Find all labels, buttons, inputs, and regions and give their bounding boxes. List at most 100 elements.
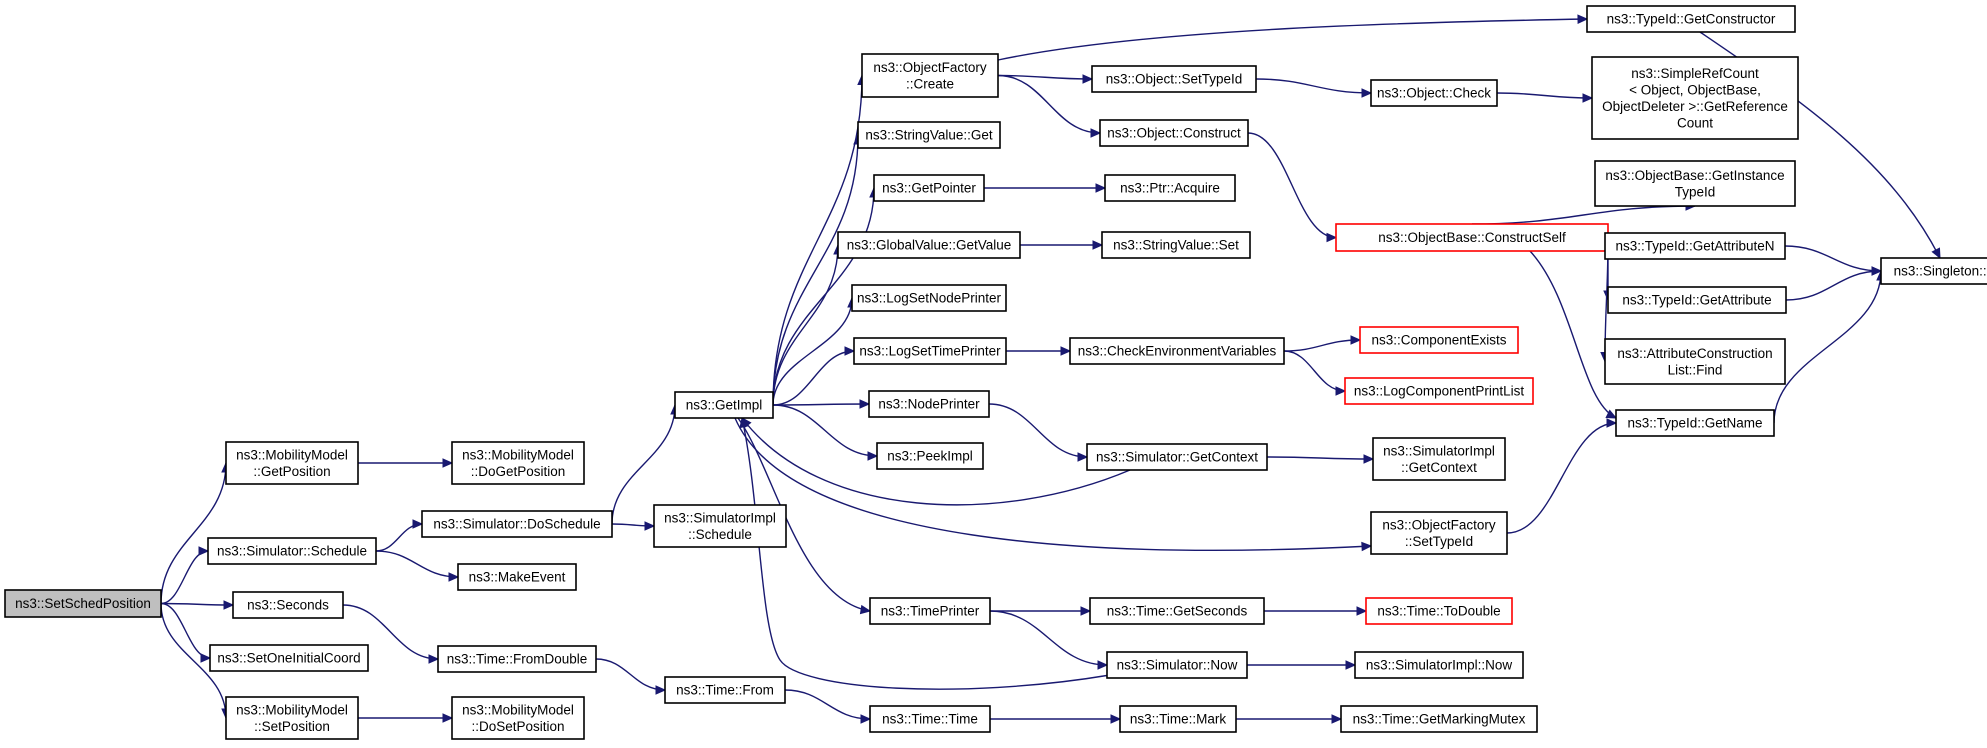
edge-line (1773, 270, 1882, 424)
node-singletonget[interactable]: ns3::Singleton::Get (1880, 257, 1987, 285)
edge-line (772, 297, 853, 406)
edge-arrowhead (1335, 386, 1347, 396)
node-ofsettypeid[interactable]: ns3::ObjectFactory::SetTypeId (1370, 511, 1508, 555)
node-objsettypeid[interactable]: ns3::Object::SetTypeId (1091, 65, 1257, 93)
node-simdoschedule[interactable]: ns3::Simulator::DoSchedule (421, 510, 613, 538)
node-box (1604, 232, 1786, 260)
node-typeidgetctor[interactable]: ns3::TypeId::GetConstructor (1586, 5, 1796, 33)
node-box (1370, 511, 1508, 555)
edge-arrowhead (448, 572, 460, 582)
node-simimplnow[interactable]: ns3::SimulatorImpl::Now (1354, 651, 1524, 679)
node-checkenv[interactable]: ns3::CheckEnvironmentVariables (1069, 337, 1285, 365)
node-box (1607, 286, 1787, 314)
node-label: ns3::Simulator::GetContext (1096, 450, 1258, 465)
node-obconstructself[interactable]: ns3::ObjectBase::ConstructSelf (1335, 223, 1609, 252)
node-objcheck[interactable]: ns3::Object::Check (1370, 79, 1498, 107)
edge-arrowhead (1350, 335, 1362, 345)
node-simplerefcount[interactable]: ns3::SimpleRefCount< Object, ObjectBase,… (1591, 56, 1799, 140)
edge-typeidgetname-to-singletonget (1773, 269, 1886, 424)
node-timemark[interactable]: ns3::Time::Mark (1119, 705, 1237, 733)
node-simimplgetcontext[interactable]: ns3::SimulatorImpl::GetContext (1372, 437, 1506, 481)
node-box (1370, 79, 1498, 107)
node-nodeprinter[interactable]: ns3::NodePrinter (868, 390, 990, 418)
edge-seconds-to-timefromdouble (342, 604, 440, 664)
node-componentexists[interactable]: ns3::ComponentExists (1359, 326, 1519, 354)
node-logsettimeprinter[interactable]: ns3::LogSetTimePrinter (853, 337, 1007, 365)
node-typeidgetname[interactable]: ns3::TypeId::GetName (1615, 409, 1775, 437)
node-simschedule[interactable]: ns3::Simulator::Schedule (207, 537, 377, 565)
edge-arrowhead (1363, 454, 1375, 464)
node-logcomponentprintlist[interactable]: ns3::LogComponentPrintList (1344, 377, 1534, 405)
node-timetodouble[interactable]: ns3::Time::ToDouble (1365, 597, 1513, 625)
node-root[interactable]: ns3::SetSchedPosition (4, 589, 162, 618)
edge-simschedule-to-makeevent (375, 550, 460, 582)
node-label: ns3::CheckEnvironmentVariables (1078, 344, 1277, 359)
edge-line (160, 462, 227, 604)
node-label: ns3::GetPointer (882, 181, 976, 196)
node-ofcreate[interactable]: ns3::ObjectFactory::Create (861, 53, 999, 98)
edge-line (1496, 92, 1593, 99)
edge-line (611, 404, 676, 525)
node-ptracquire[interactable]: ns3::Ptr::Acquire (1104, 174, 1236, 202)
node-objconstruct[interactable]: ns3::Object::Construct (1099, 119, 1249, 147)
node-label: ::DoGetPosition (471, 464, 566, 479)
node-simnow[interactable]: ns3::Simulator::Now (1106, 651, 1248, 679)
node-getimpl[interactable]: ns3::GetImpl (674, 391, 774, 419)
node-label: ns3::Simulator::Schedule (217, 544, 367, 559)
node-box (225, 696, 359, 740)
node-box (421, 510, 613, 538)
node-box (861, 53, 999, 98)
node-timetime[interactable]: ns3::Time::Time (869, 705, 991, 733)
node-stringvalueset[interactable]: ns3::StringValue::Set (1101, 231, 1251, 259)
node-label: ns3::SimulatorImpl (1383, 443, 1495, 458)
edge-line (772, 244, 839, 406)
node-label: ns3::Object::SetTypeId (1106, 72, 1243, 87)
node-timegetmarkingmutex[interactable]: ns3::Time::GetMarkingMutex (1340, 705, 1538, 733)
edge-arrowhead (844, 346, 856, 356)
node-mmgetpos[interactable]: ns3::MobilityModel::GetPosition (225, 441, 359, 485)
node-box (209, 644, 369, 672)
node-typeidgetattr[interactable]: ns3::TypeId::GetAttribute (1607, 286, 1787, 314)
node-box (1359, 326, 1519, 354)
node-label: ns3::GetImpl (686, 398, 763, 413)
edge-timemark-to-timegetmarkingmutex (1235, 714, 1343, 724)
node-label: ns3::SimpleRefCount (1631, 66, 1759, 81)
edge-typeidgetattr-to-singletonget (1785, 266, 1883, 301)
node-box (837, 231, 1021, 259)
node-label: ns3::StringValue::Set (1113, 238, 1239, 253)
node-simgetcontext[interactable]: ns3::Simulator::GetContext (1086, 443, 1268, 471)
node-seconds[interactable]: ns3::Seconds (232, 591, 344, 619)
node-peekimpl[interactable]: ns3::PeekImpl (876, 442, 984, 470)
node-makeevent[interactable]: ns3::MakeEvent (457, 563, 577, 591)
node-label: ns3::Ptr::Acquire (1120, 181, 1220, 196)
node-timegetseconds[interactable]: ns3::Time::GetSeconds (1089, 597, 1265, 625)
node-timefromdouble[interactable]: ns3::Time::FromDouble (437, 645, 597, 673)
node-logsetnodeprinter[interactable]: ns3::LogSetNodePrinter (851, 284, 1007, 312)
edge-line (741, 417, 1131, 506)
node-setoneinit[interactable]: ns3::SetOneInitialCoord (209, 644, 369, 672)
node-label: ns3::Time::ToDouble (1377, 604, 1500, 619)
edge-getimpl-to-ofsettypeid (734, 417, 1373, 552)
edge-arrowhead (1082, 74, 1094, 84)
node-mmsetpos[interactable]: ns3::MobilityModel::SetPosition (225, 696, 359, 740)
node-mmdosetpos[interactable]: ns3::MobilityModel::DoSetPosition (451, 696, 585, 740)
node-label: ns3::SetSchedPosition (15, 596, 151, 611)
node-getpointer[interactable]: ns3::GetPointer (873, 174, 985, 202)
node-mmdogetpos[interactable]: ns3::MobilityModel::DoGetPosition (451, 441, 585, 485)
edge-arrowhead (1606, 418, 1618, 428)
node-timeprinter[interactable]: ns3::TimePrinter (869, 597, 991, 625)
node-simimplschedule[interactable]: ns3::SimulatorImpl::Schedule (653, 504, 787, 548)
node-gvgetvalue[interactable]: ns3::GlobalValue::GetValue (837, 231, 1021, 259)
node-stringvalueget[interactable]: ns3::StringValue::Get (857, 121, 1001, 149)
node-label: ns3::Singleton::Get (1894, 264, 1987, 279)
node-timefrom[interactable]: ns3::Time::From (664, 676, 786, 704)
edge-line (737, 417, 871, 612)
node-label: ns3::Time::GetSeconds (1107, 604, 1248, 619)
edge-getpointer-to-ptracquire (984, 183, 1107, 193)
node-typeidgetattrn[interactable]: ns3::TypeId::GetAttributeN (1604, 232, 1786, 260)
edge-getimpl-to-stringvalueget (772, 133, 863, 406)
edge-line (772, 134, 859, 406)
